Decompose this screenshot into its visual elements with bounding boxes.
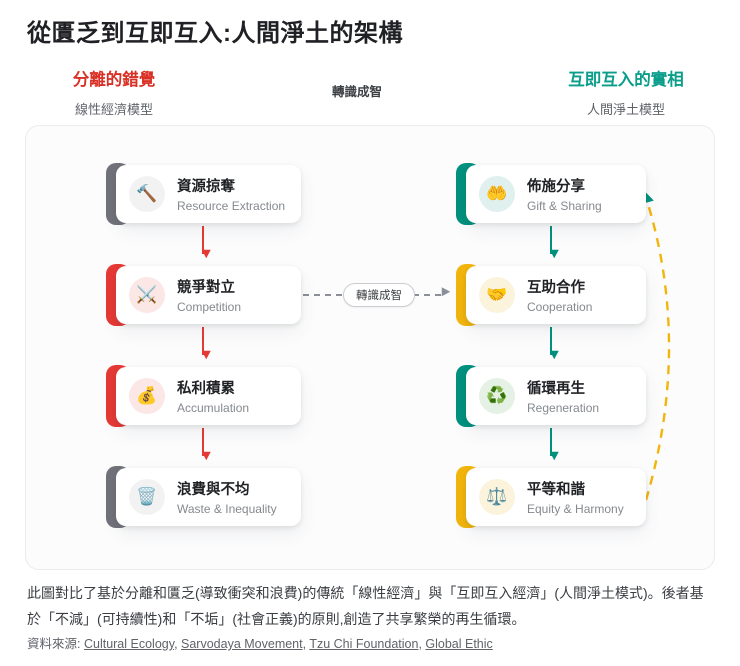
- transform-badge: 轉識成智: [343, 283, 415, 307]
- card-title: 互助合作: [527, 280, 585, 296]
- source-separator: ,: [418, 637, 426, 651]
- money-bag-icon: 💰: [129, 378, 165, 414]
- card-subtitle: Equity & Harmony: [527, 502, 624, 516]
- source-link-cultural-ecology[interactable]: Cultural Ecology: [83, 637, 175, 651]
- card-title: 循環再生: [527, 381, 585, 397]
- right-header-subtitle: 人間淨土模型: [586, 102, 665, 117]
- left-header-subtitle: 線性經濟模型: [74, 102, 153, 117]
- scales-icon: ⚖️: [479, 479, 515, 515]
- card-title: 浪費與不均: [177, 482, 250, 498]
- sources-label: 資料來源:: [27, 637, 81, 651]
- card-gift-sharing: 🤲 佈施分享 Gift & Sharing: [456, 163, 646, 225]
- card-equity-harmony: ⚖️ 平等和諧 Equity & Harmony: [456, 466, 646, 528]
- card-subtitle: Waste & Inequality: [177, 502, 277, 516]
- sources-line: 資料來源: Cultural Ecology, Sarvodaya Moveme…: [27, 633, 715, 652]
- source-separator: ,: [302, 637, 310, 651]
- card-subtitle: Accumulation: [177, 401, 250, 415]
- page-title: 從匱乏到互即互入:人間淨土的架構: [27, 20, 403, 47]
- card-cooperation: 🤝 互助合作 Cooperation: [456, 264, 646, 326]
- card-title: 私利積累: [177, 381, 235, 397]
- feedback-arrow: [644, 203, 671, 501]
- card-title: 競爭對立: [177, 280, 235, 296]
- card-title: 平等和諧: [527, 482, 585, 498]
- card-accumulation: 💰 私利積累 Accumulation: [106, 365, 301, 427]
- card-subtitle: Resource Extraction: [177, 199, 286, 213]
- card-subtitle: Cooperation: [527, 300, 593, 314]
- wastebasket-icon: 🗑️: [129, 479, 165, 515]
- card-title: 資源掠奪: [177, 179, 235, 195]
- card-title: 佈施分享: [527, 179, 585, 195]
- recycle-icon: ♻️: [479, 378, 515, 414]
- open-hands-icon: 🤲: [479, 176, 515, 212]
- card-subtitle: Gift & Sharing: [527, 199, 602, 213]
- card-subtitle: Regeneration: [527, 401, 600, 415]
- right-column-header: 互即互入的實相 人間淨土模型: [536, 66, 716, 118]
- card-competition: ⚔️ 競爭對立 Competition: [106, 264, 301, 326]
- card-resource-extraction: 🔨 資源掠奪 Resource Extraction: [106, 163, 301, 225]
- source-link-tzu-chi-foundation[interactable]: Tzu Chi Foundation: [309, 637, 419, 651]
- crossed-swords-icon: ⚔️: [129, 277, 165, 313]
- hammer-icon: 🔨: [129, 176, 165, 212]
- transform-header-label: 轉識成智: [331, 85, 382, 99]
- source-link-sarvodaya-movement[interactable]: Sarvodaya Movement: [181, 637, 303, 651]
- card-subtitle: Competition: [177, 300, 242, 314]
- card-regeneration: ♻️ 循環再生 Regeneration: [456, 365, 646, 427]
- source-link-global-ethic[interactable]: Global Ethic: [425, 637, 493, 651]
- card-waste-inequality: 🗑️ 浪費與不均 Waste & Inequality: [106, 466, 301, 528]
- handshake-icon: 🤝: [479, 277, 515, 313]
- right-header-title: 互即互入的實相: [568, 71, 684, 89]
- left-header-title: 分離的錯覺: [72, 71, 156, 89]
- left-column-header: 分離的錯覺 線性經濟模型: [24, 66, 204, 118]
- description-text: 此圖對比了基於分離和匱乏(導致衝突和浪費)的傳統「線性經濟」與「互即互入經濟」(…: [27, 585, 704, 627]
- diagram-panel: 🔨 資源掠奪 Resource Extraction ⚔️ 競爭對立 Compe…: [25, 125, 715, 570]
- source-separator: ,: [174, 637, 182, 651]
